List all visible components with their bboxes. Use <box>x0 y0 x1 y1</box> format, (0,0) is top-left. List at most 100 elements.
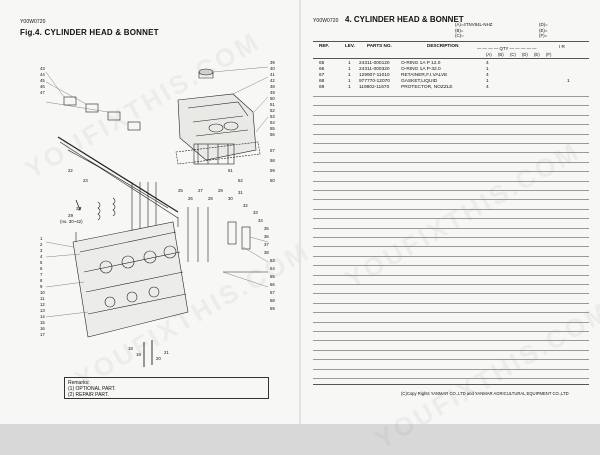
callout-number: 24 <box>76 206 81 211</box>
callout-number: 48 <box>270 84 275 89</box>
qty-sub-c: (C) <box>510 52 516 57</box>
callout-number: 62 <box>238 178 243 183</box>
exploded-parts-diagram: 4344454647123456789101112131415161718192… <box>40 60 275 367</box>
parts-row: 65 1 24311-000120 O-RING 1A P 12.0 4 <box>319 61 489 66</box>
blank-line <box>313 199 589 201</box>
parts-row: 68 1 977770-12070 GASKET,LIQUID 1 1 <box>319 79 570 84</box>
blank-line <box>313 265 589 267</box>
callout-number: 63 <box>270 258 275 263</box>
callout-number: 57 <box>270 148 275 153</box>
blank-line <box>313 105 589 107</box>
callout-number: 1 <box>40 236 43 241</box>
callout-number: 13 <box>40 308 45 313</box>
callout-number: 21 <box>164 350 169 355</box>
blank-line <box>313 171 589 173</box>
blank-line <box>313 180 589 182</box>
callout-number: 26 <box>188 196 193 201</box>
col-ref: REF. <box>319 43 329 48</box>
callout-number: 11 <box>40 296 45 301</box>
callout-number: 51 <box>270 102 275 107</box>
header-rule-bottom <box>313 58 589 59</box>
col-ir: I R <box>559 44 565 49</box>
callout-number: 16 <box>40 326 45 331</box>
callout-number: 67 <box>270 290 275 295</box>
qty-sub-f: (F) <box>546 52 552 57</box>
callout-number: 59 <box>270 168 275 173</box>
blank-line <box>313 190 589 191</box>
callout-number: 37 <box>264 242 269 247</box>
blank-line <box>313 312 589 314</box>
qty-sub-b: (B) <box>498 52 504 57</box>
callout-number: 30 <box>228 196 233 201</box>
callout-number: 54 <box>270 120 275 125</box>
callout-number: 41 <box>270 72 275 77</box>
parts-row: 69 1 119802-11670 PROTECTOR, NOZZLE 4 <box>319 85 489 90</box>
callout-number: 5 <box>40 260 43 265</box>
callout-number: 55 <box>270 126 275 131</box>
callout-number: 56 <box>270 132 275 137</box>
callout-number: 36 <box>264 234 269 239</box>
blank-line <box>313 218 589 220</box>
callout-number: 23 <box>83 178 88 183</box>
callout-number: 60 <box>270 178 275 183</box>
catalog-spread: YOUFIXTHIS.COM YOUFIXTHIS.COM YOUFIXTHIS… <box>0 0 600 424</box>
callout-number: 4 <box>40 254 43 259</box>
remarks-box: Remarks: (1) OPTIONAL PART. (2) REPAIR P… <box>64 377 269 399</box>
blank-line <box>313 161 589 163</box>
callout-number: 15 <box>40 320 45 325</box>
blank-line <box>313 152 589 154</box>
model-legend-right: (D)= (E)= (F)= <box>539 22 548 38</box>
callout-number: 64 <box>270 266 275 271</box>
callout-number: 44 <box>40 72 45 77</box>
blank-line <box>313 274 589 276</box>
blank-line <box>313 368 589 370</box>
callout-number: 66 <box>270 282 275 287</box>
page-code: Y00W0720 <box>20 19 46 25</box>
remark-item: (2) REPAIR PART. <box>68 392 109 398</box>
blank-line <box>313 143 589 144</box>
blank-line <box>313 133 589 135</box>
blank-line <box>313 378 589 379</box>
blank-line <box>313 293 589 295</box>
callout-number: 7 <box>40 272 43 277</box>
callout-number: 32 <box>243 203 248 208</box>
qty-sub-e: (E) <box>534 52 540 57</box>
col-part-no: PARTS NO. <box>367 43 392 48</box>
callout-number: 22 <box>68 168 73 173</box>
blank-line <box>313 208 589 210</box>
blank-line <box>313 349 589 351</box>
callout-number: 39 <box>270 60 275 65</box>
figure-title: Fig.4. CYLINDER HEAD & BONNET <box>20 28 159 37</box>
blank-line <box>313 359 589 361</box>
callout-number: 42 <box>270 78 275 83</box>
callout-number: 58 <box>270 158 275 163</box>
blank-line <box>313 96 589 97</box>
callout-number: 33 <box>253 210 258 215</box>
callout-number: 38 <box>264 250 269 255</box>
callout-note-number: 29 <box>68 213 74 218</box>
col-qty: — — — — QTY — — — — — <box>477 46 537 51</box>
parts-row: 66 1 24311-000320 O-RING 1A P-32.0 1 <box>319 67 489 72</box>
page-gutter <box>299 0 301 424</box>
parts-row: 67 1 129907-11010 RETAINER,F.I.VALVE 4 <box>319 73 489 78</box>
blank-line <box>313 255 589 257</box>
blank-line <box>313 237 589 238</box>
callout-number: 50 <box>270 96 275 101</box>
callout-number: 10 <box>40 290 45 295</box>
callout-number: 40 <box>270 66 275 71</box>
blank-line <box>313 331 589 332</box>
callout-number: 53 <box>270 114 275 119</box>
callout-number: 6 <box>40 266 43 271</box>
callout-number: 27 <box>198 188 203 193</box>
callout-number: 47 <box>40 90 45 95</box>
callout-number: 46 <box>40 84 45 89</box>
remark-item: (1) OPTIONAL PART. <box>68 386 116 392</box>
callout-number: 69 <box>270 306 275 311</box>
callout-number: 17 <box>40 332 45 337</box>
blank-line <box>313 321 589 323</box>
remarks-title: Remarks: <box>68 380 90 386</box>
callout-number: 35 <box>264 226 269 231</box>
right-page: Y00W0720 4. CYLINDER HEAD & BONNET (A)=4… <box>301 0 600 424</box>
callout-number: 65 <box>270 274 275 279</box>
left-page: Y00W0720 Fig.4. CYLINDER HEAD & BONNET <box>0 0 299 424</box>
